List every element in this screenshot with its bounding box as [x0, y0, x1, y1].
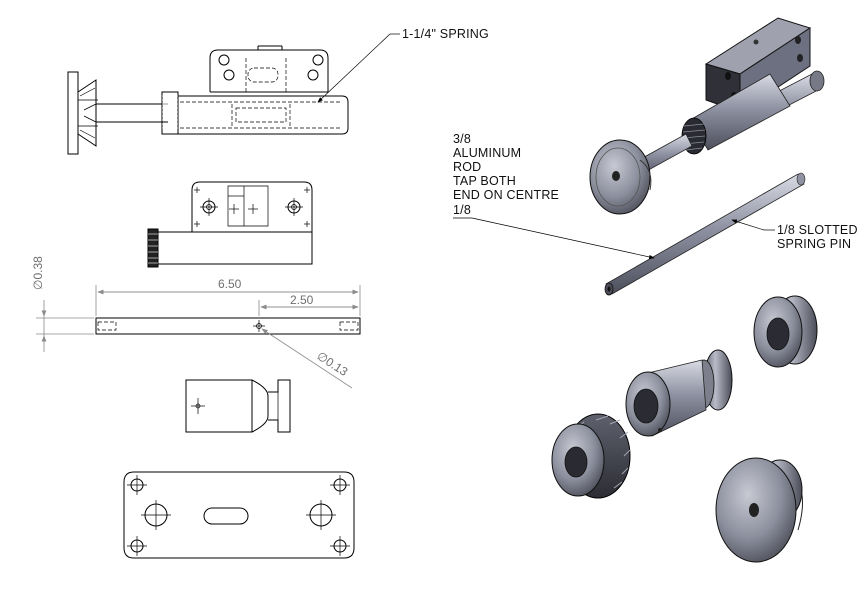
rod-callout-line-5: END ON CENTRE: [453, 188, 559, 202]
isometric-assembly: [551, 17, 825, 563]
housing-view: [147, 181, 313, 268]
pin-callout-line-1: 1/8 SLOTTED: [777, 223, 858, 237]
base-plate-view: [123, 471, 355, 559]
rod-callout-line-3: ROD: [453, 160, 481, 174]
rod-view: 6.50 2.50 ∅0.38 ∅0.13: [31, 256, 361, 389]
rod-callout-line-1: 3/8: [453, 132, 471, 146]
overall-length-dimension: 6.50: [218, 277, 242, 291]
pin-callout: 1/8 SLOTTED SPRING PIN: [731, 219, 858, 251]
assembly-side-view: [67, 45, 349, 155]
hole-diameter-dimension: ∅0.13: [314, 349, 350, 379]
rod-callout-line-2: ALUMINUM: [453, 146, 521, 160]
rod-callout-line-4: TAP BOTH: [453, 174, 516, 188]
pin-callout-line-2: SPRING PIN: [777, 237, 851, 251]
rod-diameter-dimension: ∅0.38: [31, 256, 45, 290]
rod-callout: 3/8 ALUMINUM ROD TAP BOTH END ON CENTRE …: [453, 132, 655, 259]
spring-label: 1-1/4" SPRING: [402, 27, 489, 41]
rod-callout-line-6: 1/8: [453, 203, 471, 217]
hole-offset-dimension: 2.50: [290, 293, 314, 307]
collar-view: [185, 379, 291, 433]
spring-callout: 1-1/4" SPRING: [317, 27, 489, 103]
